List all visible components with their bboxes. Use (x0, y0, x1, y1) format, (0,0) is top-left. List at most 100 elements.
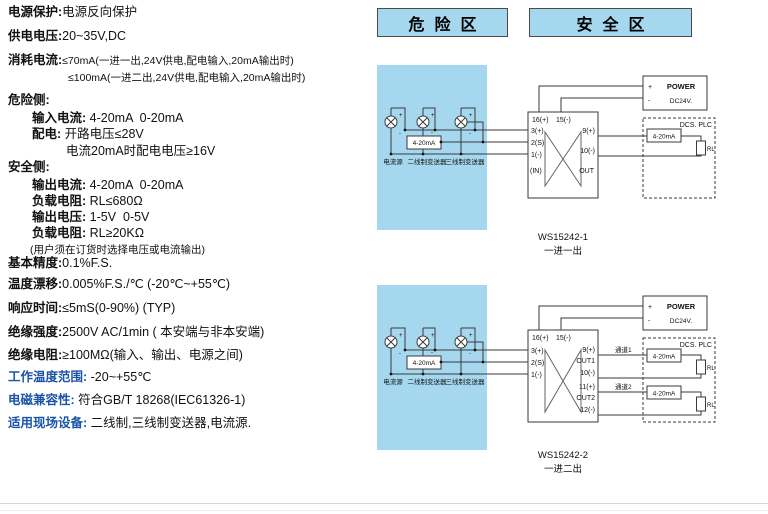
spec-value: 0.005%F.S./℃ (-20℃~+55℃) (62, 277, 231, 291)
load-resistor-label-2: RL (707, 403, 715, 409)
terminal-3-label: 3(+) (531, 348, 544, 355)
channel1-label: 通道1 (615, 345, 632, 354)
isolation-bowtie-symbol (544, 130, 582, 188)
output1-label: OUT1 (576, 358, 595, 365)
spec-row: ≤100mA(一进二出,24V供电,配电输入,20mA输出时) (68, 71, 305, 85)
terminal-16-label: 16(+) (532, 335, 549, 342)
polarity-minus-mark: - (399, 351, 401, 357)
spec-row: 输出电流: 4-20mA 0-20mA (32, 178, 184, 193)
dcs-plc-box (642, 337, 716, 423)
spec-row: 绝缘强度:2500V AC/1min ( 本安端与非本安端) (8, 325, 265, 340)
polarity-minus-mark: - (399, 131, 401, 137)
spec-row: 输出电压: 1-5V 0-5V (32, 210, 150, 225)
spec-value: -20~+55℃ (87, 370, 152, 384)
terminal-11-label: 11(+) (579, 384, 595, 391)
power-voltage: DC24V. (670, 318, 692, 325)
spec-value: (用户须在订货时选择电压或电流输出) (30, 244, 205, 256)
spec-value: 2500V AC/1min ( 本安端与非本安端) (62, 325, 265, 339)
spec-value: 1-5V 0-5V (86, 210, 150, 224)
dcs-plc-title: DCS. PLC (680, 342, 712, 349)
load-resistor (696, 140, 706, 156)
spec-label: 基本精度: (8, 256, 63, 270)
spec-label: 输出电流: (32, 178, 87, 192)
output-signal-box-2 (646, 385, 682, 400)
spec-value: 0.1%F.S. (62, 256, 113, 270)
output-signal-box (646, 128, 682, 143)
source-label-2wire: 二线制变送器 (408, 157, 448, 166)
polarity-minus-mark: - (431, 130, 433, 136)
terminal-15-label: 15(-) (556, 335, 571, 342)
input-side-label: (IN) (530, 168, 542, 175)
terminal-2-label: 2(S) (531, 360, 544, 367)
spec-row: 负载电阻: RL≤680Ω (32, 194, 143, 209)
spec-label: 电源保护: (8, 5, 63, 19)
spec-value: RL≤680Ω (86, 194, 143, 208)
junction-dots (389, 348, 485, 376)
terminal-9-label: 9(+) (582, 347, 595, 354)
spec-row: (用户须在订货时选择电压或电流输出) (30, 243, 205, 257)
spec-row: 负载电阻: RL≥20KΩ (32, 226, 145, 241)
polarity-minus-mark: - (469, 131, 471, 137)
terminal-15-label: 15(-) (556, 117, 571, 124)
terminal-12-label: 12(-) (580, 407, 595, 414)
spec-label: 输入电流: (32, 111, 87, 125)
spec-value: ≥100MΩ(输入、输出、电源之间) (62, 348, 243, 362)
wiring-diagram-1: + - + - + - 4-20mA 电流源 二线制变送器 三线制变送器 16(… (377, 65, 716, 257)
spec-value: 开路电压≤28V (61, 127, 144, 141)
spec-row: 基本精度:0.1%F.S. (8, 256, 113, 271)
output-signal-label: 4-20mA (653, 134, 676, 141)
spec-label: 电磁兼容性: (8, 393, 75, 407)
output-side-label: OUT (579, 168, 595, 175)
source-label-current: 电流源 (383, 157, 403, 166)
spec-label: 绝缘强度: (8, 325, 63, 339)
spec-value: 4-20mA 0-20mA (86, 178, 184, 192)
spec-row: 配电: 开路电压≤28V (32, 127, 144, 142)
output-signal-label-2: 4-20mA (653, 391, 676, 398)
polarity-plus-mark: + (399, 113, 403, 119)
output-wiring-ch2 (598, 391, 702, 416)
spec-row: 电流20mA时配电电压≥16V (66, 144, 216, 159)
spec-row: 输入电流: 4-20mA 0-20mA (32, 111, 184, 126)
spec-label: 输出电压: (32, 210, 87, 224)
polarity-plus-mark: + (469, 113, 473, 119)
polarity-minus-mark: - (431, 350, 433, 356)
source-label-3wire: 三线制变送器 (446, 377, 486, 386)
spec-value: RL≥20KΩ (86, 226, 145, 240)
spec-label: 工作温度范围: (8, 370, 88, 384)
bottom-divider (0, 503, 768, 504)
terminal-9-label: 9(+) (582, 128, 595, 135)
spec-row: 电源保护:电源反向保护 (8, 5, 137, 20)
source-label-current: 电流源 (383, 377, 403, 386)
polarity-plus-mark: + (431, 333, 435, 339)
spec-value: ≤100mA(一进二出,24V供电,配电输入,20mA输出时) (68, 72, 306, 84)
hazard-zone-header: 危险区 (377, 8, 508, 37)
channel2-label: 通道2 (615, 382, 632, 391)
spec-value: 电流20mA时配电电压≥16V (66, 144, 216, 158)
spec-label: 消耗电流: (8, 53, 63, 67)
terminal-1-label: 1(-) (531, 152, 542, 159)
output2-label: OUT2 (576, 395, 595, 402)
isolator-box (527, 111, 599, 199)
polarity-plus-mark: + (431, 113, 435, 119)
spec-label: 绝缘电阻: (8, 348, 63, 362)
power-supply-box (642, 75, 708, 111)
power-title: POWER (667, 302, 696, 311)
junction-dots (389, 128, 485, 156)
model-subtitle: 一进二出 (544, 463, 582, 475)
output-wiring-ch1 (598, 354, 702, 379)
terminal-10-label: 10(-) (580, 370, 595, 377)
isolation-bowtie-symbol (544, 348, 582, 414)
output-signal-label-1: 4-20mA (653, 354, 676, 361)
power-minus-terminal: - (648, 98, 651, 105)
terminal-2-label: 2(S) (531, 140, 544, 147)
spec-row: 适用现场设备: 二线制,三线制变送器,电流源. (8, 416, 252, 431)
spec-row: 绝缘电阻:≥100MΩ(输入、输出、电源之间) (8, 348, 243, 363)
spec-value: 二线制,三线制变送器,电流源. (87, 416, 252, 430)
spec-row: 安全侧: (8, 160, 50, 175)
spec-value: 20~35V,DC (62, 29, 126, 43)
spec-value: 4-20mA 0-20mA (86, 111, 184, 125)
dcs-plc-box (642, 117, 716, 199)
polarity-plus-mark: + (399, 333, 403, 339)
spec-label: 负载电阻: (32, 194, 87, 208)
safe-zone-header: 安全区 (529, 8, 692, 37)
